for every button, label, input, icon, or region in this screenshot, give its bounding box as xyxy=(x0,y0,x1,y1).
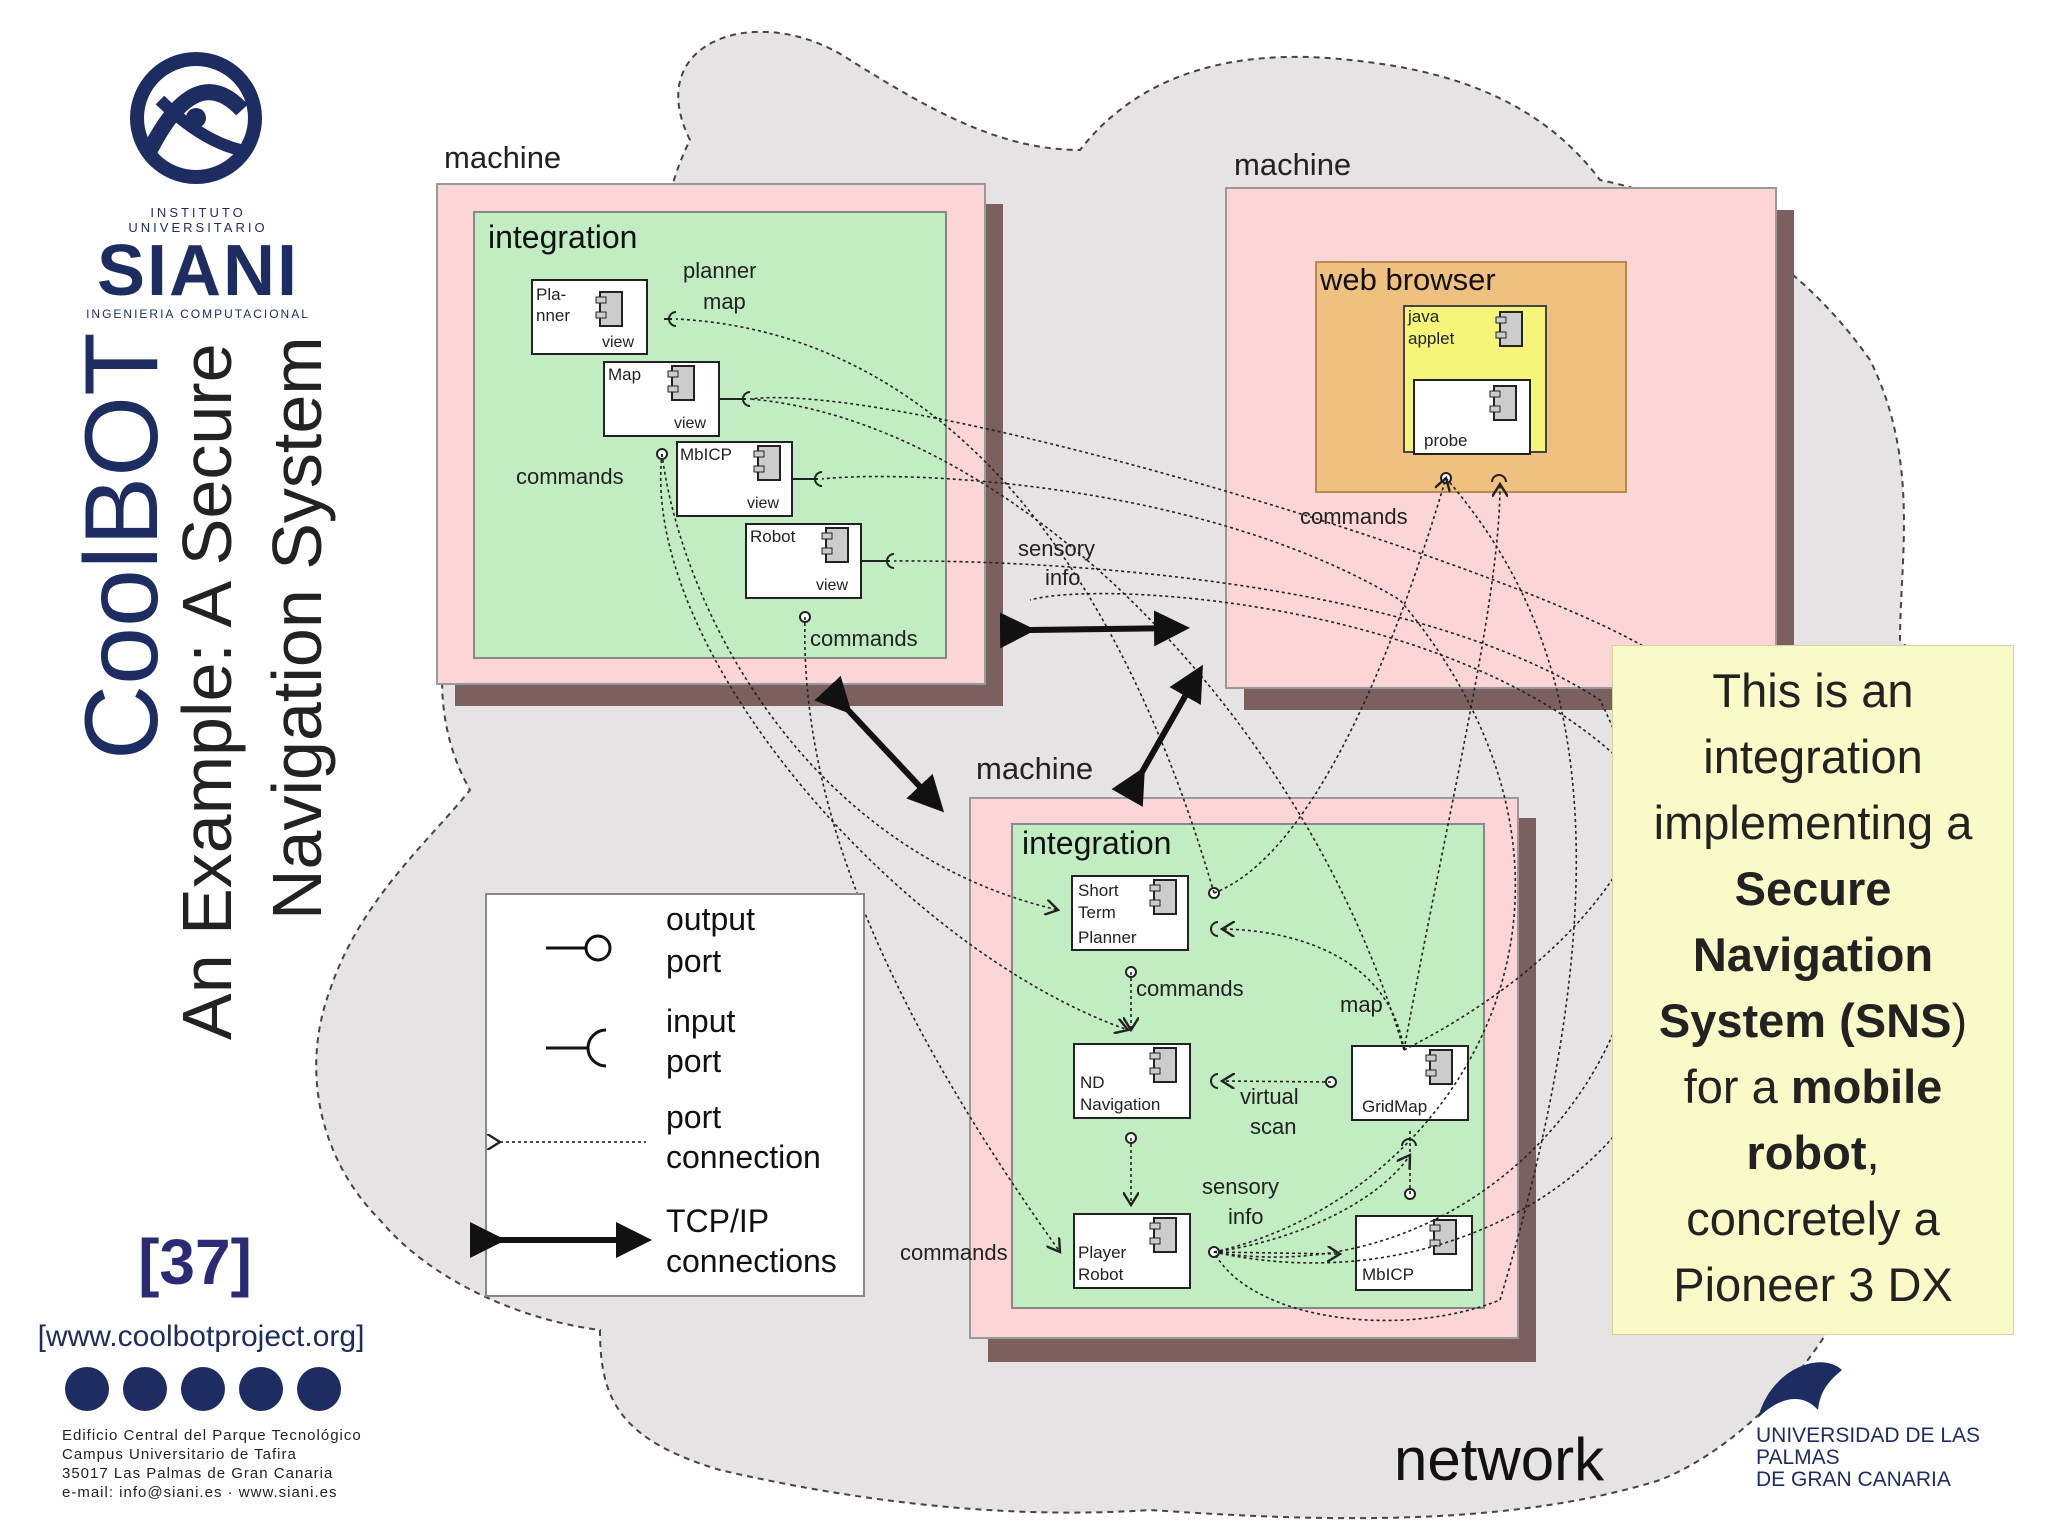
svg-text:map: map xyxy=(1340,992,1383,1017)
reference-number: [37] xyxy=(138,1226,252,1298)
tcp-connections xyxy=(814,610,1203,813)
svg-text:machine: machine xyxy=(1234,147,1351,182)
svg-text:Short: Short xyxy=(1078,881,1119,900)
svg-text:connections: connections xyxy=(666,1243,837,1279)
mbicp-component-2: MbICP xyxy=(1355,1215,1473,1291)
svg-text:Robot: Robot xyxy=(1078,1265,1124,1284)
svg-text:nner: nner xyxy=(536,306,570,325)
svg-text:info: info xyxy=(1045,565,1080,590)
network-label: network xyxy=(1394,1426,1605,1493)
address-line: 35017 Las Palmas de Gran Canaria xyxy=(62,1465,334,1482)
svg-text:commands: commands xyxy=(516,464,624,489)
svg-text:GridMap: GridMap xyxy=(1362,1097,1427,1116)
svg-text:integration: integration xyxy=(1022,825,1171,861)
svg-text:ND: ND xyxy=(1080,1073,1105,1092)
machine-1: machine integration Pla- nner view Map v… xyxy=(436,140,1095,706)
svg-text:Term: Term xyxy=(1078,903,1116,922)
integration-1-label: integration xyxy=(488,219,637,255)
svg-text:output: output xyxy=(666,901,755,937)
svg-text:machine: machine xyxy=(976,751,1093,786)
robot-component: Robot view xyxy=(745,523,862,599)
svg-text:map: map xyxy=(703,289,746,314)
svg-text:Navigation: Navigation xyxy=(1080,1095,1160,1114)
legend: output port input port port connection T… xyxy=(470,893,865,1297)
svg-text:view: view xyxy=(747,495,779,512)
svg-text:Player: Player xyxy=(1078,1243,1127,1262)
svg-text:port: port xyxy=(666,1099,721,1135)
svg-text:java: java xyxy=(1407,307,1440,326)
svg-text:view: view xyxy=(816,577,848,594)
svg-text:Pla-: Pla- xyxy=(536,285,566,304)
address-line: e-mail: info@siani.es · www.siani.es xyxy=(62,1484,338,1501)
svg-text:port: port xyxy=(666,943,721,979)
svg-text:port: port xyxy=(666,1043,721,1079)
svg-text:Map: Map xyxy=(608,365,641,384)
ulpgc-logo-icon xyxy=(1758,1362,1842,1418)
ulpgc-name: UNIVERSIDAD DE LAS PALMAS DE GRAN CANARI… xyxy=(1756,1424,1981,1491)
svg-text:TCP/IP: TCP/IP xyxy=(666,1203,769,1239)
description-note: This is an integration implementing a Se… xyxy=(1612,645,2014,1335)
reference-link[interactable]: [www.coolbotproject.org] xyxy=(37,1320,365,1353)
svg-text:virtual: virtual xyxy=(1240,1084,1299,1109)
svg-text:web browser: web browser xyxy=(1319,262,1496,297)
svg-text:applet: applet xyxy=(1408,329,1455,348)
svg-text:scan: scan xyxy=(1250,1114,1296,1139)
svg-text:info: info xyxy=(1228,1204,1263,1229)
address-line: Campus Universitario de Tafira xyxy=(62,1446,297,1463)
port-connections xyxy=(659,318,1686,1322)
address-block: Edificio Central del Parque Tecnológico … xyxy=(62,1426,362,1502)
logo-bottom-label: INGENIERIA COMPUTACIONAL xyxy=(86,307,310,321)
svg-text:planner: planner xyxy=(683,258,756,283)
short-term-planner-component: Short Term Planner xyxy=(1071,875,1189,951)
svg-text:MbICP: MbICP xyxy=(680,445,732,464)
player-robot-component: Player Robot xyxy=(1073,1213,1191,1289)
svg-text:MbICP: MbICP xyxy=(1362,1265,1414,1284)
svg-text:connection: connection xyxy=(666,1139,821,1175)
planner-component: Pla- nner view xyxy=(531,279,648,355)
mbicp-component-1: MbICP view xyxy=(676,441,793,517)
svg-text:sensory: sensory xyxy=(1202,1174,1279,1199)
machine-3: machine integration Short Term Planner N… xyxy=(900,751,1536,1362)
address-line: Edificio Central del Parque Tecnológico xyxy=(62,1427,362,1444)
svg-text:commands: commands xyxy=(810,626,918,651)
svg-text:input: input xyxy=(666,1003,736,1039)
footer-dots xyxy=(64,1366,364,1421)
machine-1-label: machine xyxy=(444,140,561,175)
svg-text:Planner: Planner xyxy=(1078,928,1137,947)
svg-text:probe: probe xyxy=(1424,431,1467,450)
svg-text:commands: commands xyxy=(1300,504,1408,529)
logo-top-label: INSTITUTO UNIVERSITARIO xyxy=(128,205,268,235)
machine-2: machine web browser java applet probe co… xyxy=(1225,147,1794,710)
logo-text: INSTITUTO UNIVERSITARIO SIANI INGENIERIA… xyxy=(78,205,318,321)
svg-text:view: view xyxy=(674,415,706,432)
gridmap-component: GridMap xyxy=(1351,1045,1469,1121)
logo-name: SIANI xyxy=(96,231,300,311)
svg-text:Robot: Robot xyxy=(750,527,796,546)
siani-logo xyxy=(0,0,400,205)
globe-icon xyxy=(130,52,262,184)
nd-navigation-component: ND Navigation xyxy=(1073,1043,1191,1119)
svg-text:view: view xyxy=(602,334,634,351)
svg-text:commands: commands xyxy=(1136,976,1244,1001)
svg-text:commands: commands xyxy=(900,1240,1008,1265)
map-component: Map view xyxy=(603,361,720,437)
